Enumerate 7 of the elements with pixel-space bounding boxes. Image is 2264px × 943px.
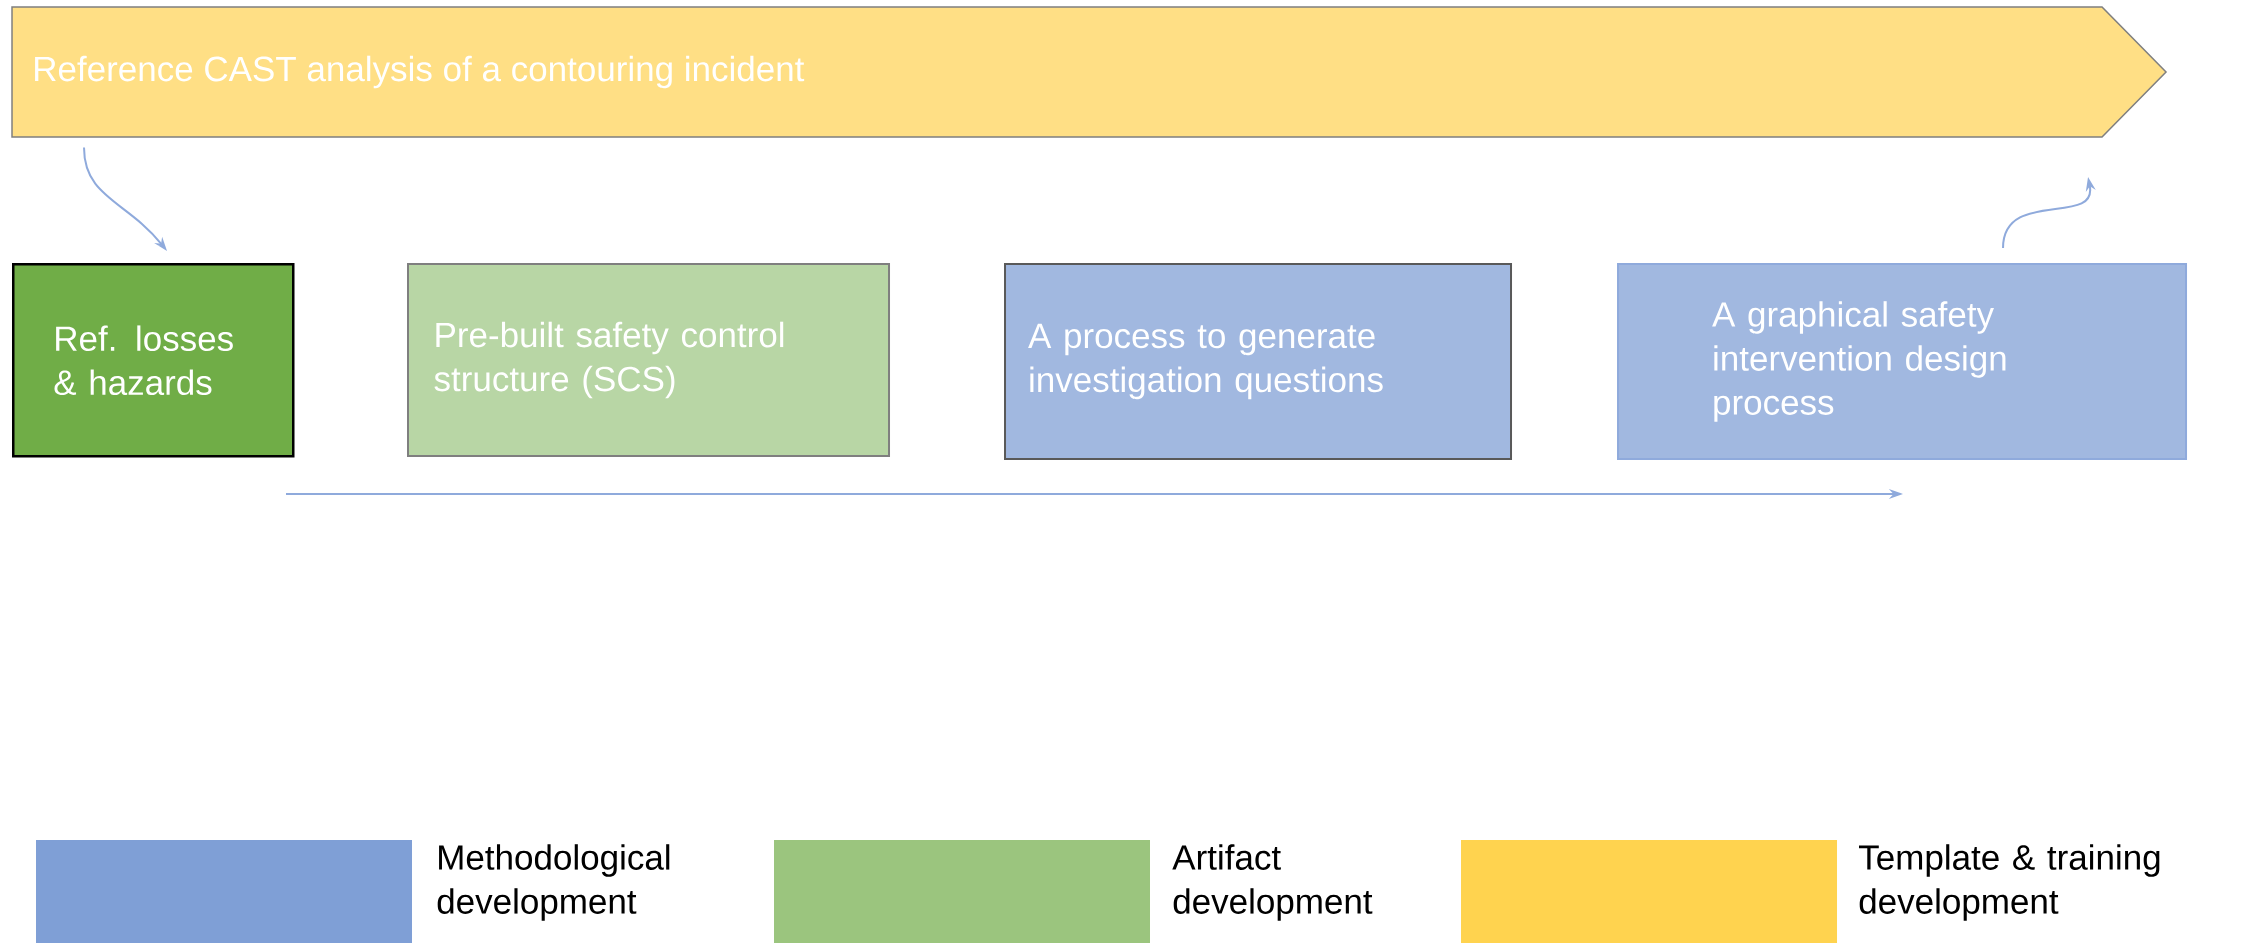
legend-label: Template & training development	[1859, 844, 2160, 921]
process-box: Ref. losses & hazards	[12, 263, 295, 458]
legend-label: Artifact development	[1172, 844, 1373, 921]
legend-label: Methodological development	[437, 844, 670, 921]
process-box: A graphical safety intervention design process	[1617, 263, 2187, 460]
process-box: A process to generate investigation questions	[1004, 263, 1512, 460]
process-box: Pre-built safety control structure (SCS)	[407, 263, 890, 457]
